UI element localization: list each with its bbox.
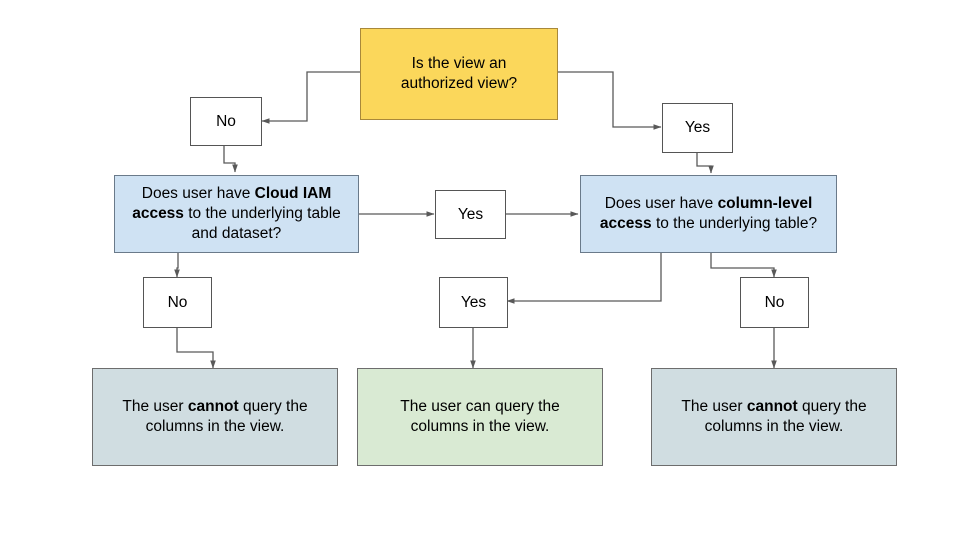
node-iam-no-text: No [167, 293, 188, 311]
node-outcome-left-label: The user cannot query the columns in the… [122, 398, 308, 435]
edge-start-to-yes [558, 71, 662, 130]
node-start-question[interactable]: Is the view an authorized view? [360, 28, 558, 120]
node-column-question-label: Does user have column-level access to th… [599, 195, 818, 232]
node-iam-question[interactable]: Does user have Cloud IAM access to the u… [114, 175, 359, 253]
node-start-yes-label[interactable]: Yes [662, 103, 733, 153]
node-start-no-text: No [216, 112, 236, 130]
node-start-question-label: Is the view an authorized view? [400, 55, 518, 92]
node-outcome-right-label: The user cannot query the columns in the… [681, 398, 867, 435]
node-outcome-middle[interactable]: The user can query the columns in the vi… [357, 368, 603, 466]
node-outcome-right[interactable]: The user cannot query the columns in the… [651, 368, 897, 466]
node-column-no-text: No [764, 293, 785, 311]
node-outcome-left[interactable]: The user cannot query the columns in the… [92, 368, 338, 466]
edge-columnq-to-no [710, 253, 777, 278]
edge-no-to-outcome-left [176, 328, 216, 369]
edge-columnq-to-yes [506, 253, 662, 304]
node-start-no-label[interactable]: No [190, 97, 262, 146]
node-iam-yes-label[interactable]: Yes [435, 190, 506, 239]
node-column-yes-text: Yes [460, 293, 487, 311]
edge-iam-to-no [174, 253, 180, 278]
node-column-question[interactable]: Does user have column-level access to th… [580, 175, 837, 253]
node-iam-question-label: Does user have Cloud IAM access to the u… [132, 185, 341, 242]
edge-yes-to-column [696, 153, 714, 174]
edge-start-to-no [261, 71, 360, 124]
node-iam-no-label[interactable]: No [143, 277, 212, 328]
edge-no-to-iam [223, 146, 238, 173]
node-column-no-label[interactable]: No [740, 277, 809, 328]
node-start-yes-text: Yes [684, 119, 711, 137]
node-iam-yes-text: Yes [457, 205, 484, 223]
node-column-yes-label[interactable]: Yes [439, 277, 508, 328]
node-outcome-middle-label: The user can query the columns in the vi… [400, 398, 560, 435]
